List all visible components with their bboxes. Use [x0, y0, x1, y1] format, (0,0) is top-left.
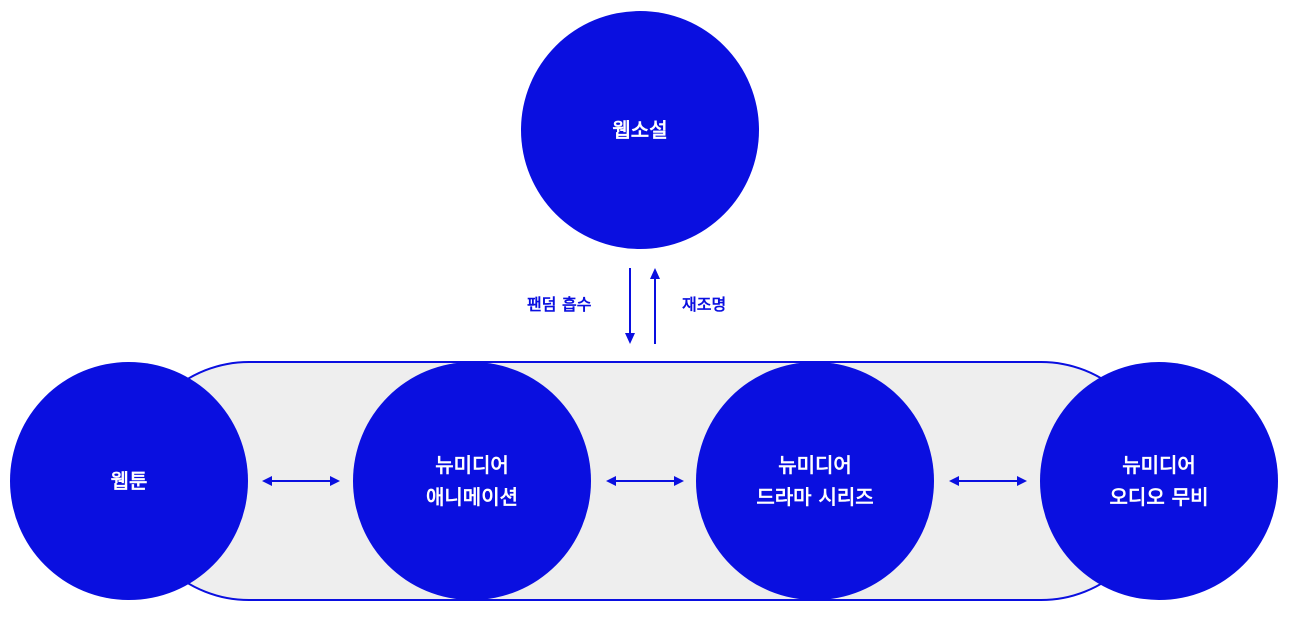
node-label: 웹소설 [612, 118, 668, 142]
node-web-novel: 웹소설 [521, 11, 759, 249]
node-label-line-2: 오디오 무비 [1109, 485, 1209, 509]
double-arrow-3 [949, 476, 1027, 486]
double-arrow-1 [262, 476, 340, 486]
rediscovery-label: 재조명 [682, 295, 727, 314]
node-label-line-1: 뉴미디어 [435, 453, 509, 477]
node-new-media-audio-movie: 뉴미디어 오디오 무비 [1040, 362, 1278, 600]
node-label-line-1: 뉴미디어 [778, 453, 852, 477]
down-arrow [625, 268, 635, 344]
fandom-absorption-label: 팬덤 흡수 [527, 295, 592, 314]
node-label-line-2: 드라마 시리즈 [756, 485, 874, 509]
node-label-line-1: 웹툰 [110, 469, 148, 493]
node-label-line-1: 뉴미디어 [1122, 453, 1196, 477]
double-arrow-2 [606, 476, 684, 486]
node-webtoon: 웹툰 [10, 362, 248, 600]
node-new-media-animation: 뉴미디어 애니메이션 [353, 362, 591, 600]
node-new-media-drama-series: 뉴미디어 드라마 시리즈 [696, 362, 934, 600]
node-label-line-2: 애니메이션 [426, 485, 518, 509]
up-arrow [650, 268, 660, 344]
